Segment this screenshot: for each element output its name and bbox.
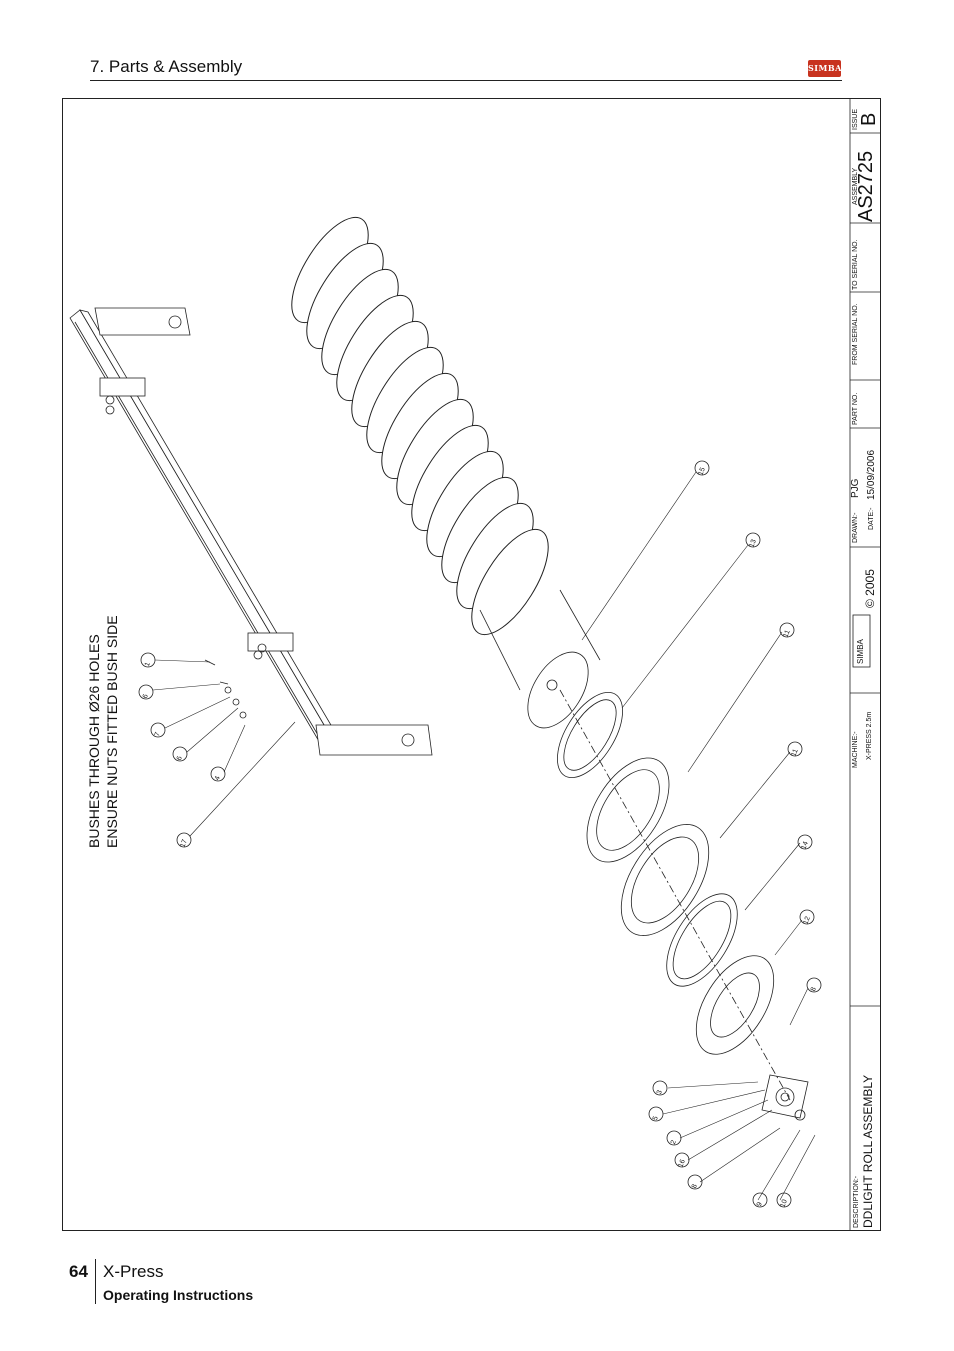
assembly-number: AS2725 — [855, 150, 877, 222]
note-nuts: ENSURE NUTS FITTED BUSH SIDE — [104, 615, 120, 848]
balloon-label: 17 — [180, 839, 189, 849]
title-block-logo-text: SIMBA — [856, 639, 865, 664]
machine-label: MACHINE:- — [852, 731, 859, 768]
balloon-label: 8 — [691, 1183, 699, 1189]
to-serial-label: TO SERIAL NO. — [852, 239, 859, 290]
balloon-label: 12 — [803, 916, 812, 926]
date-value: 15/09/2006 — [866, 449, 877, 500]
balloon-label: 14 — [801, 841, 810, 851]
page-number: 64 — [69, 1262, 88, 1281]
disc-11-inner — [596, 769, 660, 851]
header-rule — [90, 80, 842, 81]
balloon-circles — [138, 460, 822, 1208]
end-plate-12-inner — [710, 972, 760, 1038]
machine-value: X-PRESS 2.5m — [866, 711, 873, 760]
disc-11 — [586, 757, 670, 863]
part-no-label: PART NO. — [852, 392, 859, 425]
from-serial-label: FROM SERIAL NO. — [852, 303, 859, 365]
frame-bar — [69, 307, 433, 756]
simba-logo-text: SIMBA — [808, 63, 842, 73]
balloon-label: 8 — [810, 986, 818, 992]
balloon-label: 1 — [144, 661, 152, 667]
issue-value: B — [858, 112, 880, 126]
balloon-label: 16 — [678, 1159, 687, 1169]
ring-13 — [557, 691, 623, 779]
centre-line — [559, 689, 791, 1101]
description-label: DESCRIPTION:- — [853, 1175, 860, 1228]
shaft-tube — [479, 589, 601, 729]
end-plate-12 — [695, 955, 775, 1055]
simba-logo: SIMBA — [808, 60, 841, 77]
drawn-value: PJG — [850, 478, 861, 498]
footer-rule — [95, 1259, 96, 1304]
note-bushes: BUSHES THROUGH Ø26 HOLES — [86, 634, 102, 848]
balloon-label: 4 — [214, 775, 222, 781]
title-block-logo-box — [852, 614, 871, 668]
balloon-label: 3 — [656, 1089, 664, 1095]
leader-lines — [152, 471, 816, 1201]
bolts-left — [204, 659, 247, 719]
description-value: DDLIGHT ROLL ASSEMBLY — [861, 1074, 875, 1228]
date-label: DATE:- — [868, 507, 875, 530]
balloon-label: 2 — [670, 1139, 678, 1145]
balloon-label: 5 — [652, 1115, 660, 1121]
section-title: 7. Parts & Assembly — [90, 57, 243, 76]
disc-11b-inner — [630, 836, 700, 924]
copyright: © 2005 — [863, 569, 877, 608]
balloon-label: 13 — [749, 539, 758, 549]
ring-14 — [666, 893, 738, 987]
bearing-flange — [761, 1074, 809, 1121]
balloon-label: 6 — [142, 693, 150, 699]
balloon-label: 11 — [783, 629, 792, 638]
balloon-label: 6 — [176, 755, 184, 761]
ring-14-inner — [672, 900, 732, 980]
drawn-label: DRAWN:- — [852, 512, 859, 543]
manual-subtitle: Operating Instructions — [103, 1287, 254, 1303]
roller-discs — [291, 216, 549, 636]
disc-11b — [620, 824, 710, 936]
product-name: X-Press — [103, 1262, 164, 1281]
balloon-label: 9 — [756, 1201, 764, 1207]
balloon-label: 11 — [791, 748, 800, 757]
balloon-label: 15 — [698, 467, 707, 477]
ring-13-inner — [563, 699, 617, 771]
drawing-frame — [62, 98, 881, 1231]
balloon-label: 7 — [154, 731, 162, 737]
balloon-label: 10 — [780, 1199, 789, 1209]
balloon-numbers: 1 6 7 6 4 17 15 13 11 11 14 12 8 3 5 2 1… — [142, 467, 818, 1209]
